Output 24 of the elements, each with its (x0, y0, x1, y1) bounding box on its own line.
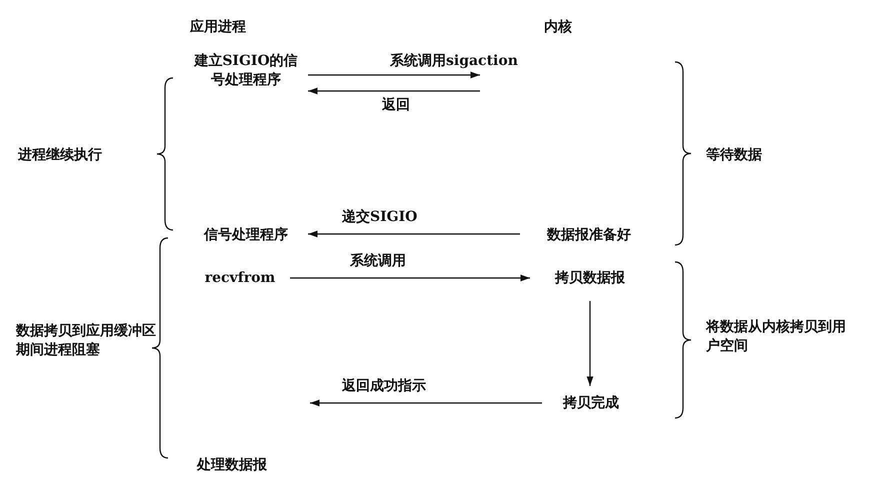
arrow (308, 72, 480, 78)
edge-label: 递交SIGIO (340, 208, 420, 226)
annotation-text: 数据拷贝到应用缓冲区期间进程阻塞 (16, 322, 156, 360)
arrow (290, 274, 530, 282)
column-heading: 应用进程 (190, 18, 247, 37)
node-text: 拷贝数据报 (536, 269, 644, 288)
edge-label: 系统调用sigaction (388, 52, 520, 70)
arrow (310, 400, 542, 406)
node-text: 信号处理程序 (190, 226, 302, 245)
annotation-text: 进程继续执行 (18, 146, 103, 165)
annotation-text: 处理数据报 (197, 456, 268, 475)
column-heading: 内核 (544, 18, 573, 37)
edge-label: 返回 (380, 96, 412, 114)
edge-label: 返回成功指示 (340, 377, 428, 395)
arrow (586, 301, 594, 386)
node-text: 拷贝完成 (548, 394, 634, 413)
node-text: recvfrom (196, 269, 284, 288)
arrow (308, 88, 480, 94)
edge-label: 系统调用 (348, 252, 408, 270)
node-text: 建立SIGIO的信号处理程序 (190, 52, 302, 90)
arrow (308, 230, 520, 238)
node-text: 数据报准备好 (526, 226, 652, 245)
annotation-text: 等待数据 (706, 146, 763, 165)
annotation-text: 将数据从内核拷贝到用户空间 (706, 318, 847, 356)
